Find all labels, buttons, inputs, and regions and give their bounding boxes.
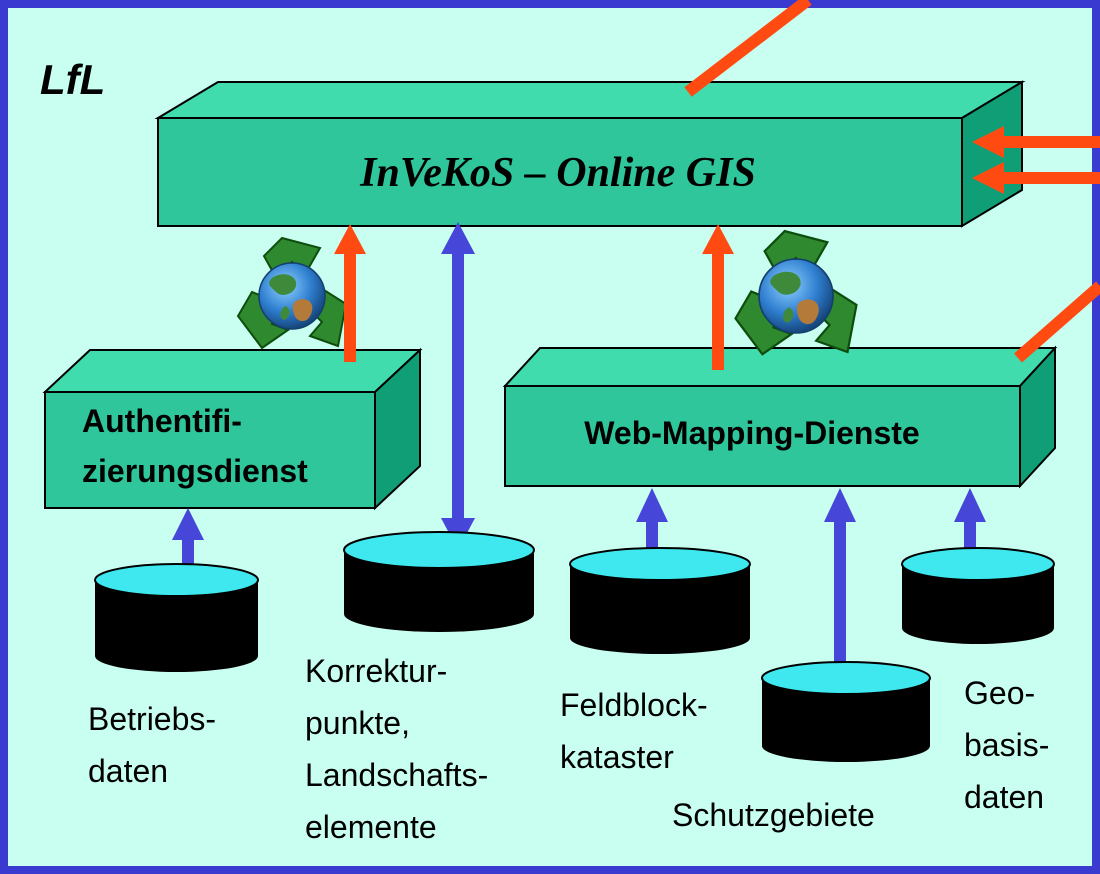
label-line: punkte, — [305, 705, 410, 741]
label-line: kataster — [560, 739, 674, 775]
arrowhead-icon — [172, 508, 204, 540]
arrowhead-icon — [441, 222, 475, 254]
label-betriebsdaten: Betriebs- daten — [88, 701, 216, 789]
lfl-label: LfL — [40, 56, 105, 103]
label-line: daten — [964, 779, 1044, 815]
auth-box: Authentifi- zierungsdienst — [42, 347, 423, 511]
label-line: Landschafts- — [305, 757, 488, 793]
label-line: daten — [88, 753, 168, 789]
arrowhead-icon — [702, 224, 734, 254]
label-line: elemente — [305, 809, 437, 845]
database-schutzgebiete — [761, 661, 931, 762]
main-box: InVeKoS – Online GIS — [154, 80, 1026, 228]
main-box-label: InVeKoS – Online GIS — [359, 150, 756, 196]
arrowhead-icon — [334, 224, 366, 254]
label-line: Korrektur- — [305, 653, 447, 689]
label-feldblockkataster: Feldblock- kataster — [560, 687, 708, 775]
label-geobasisdaten: Geo- basis- daten — [964, 675, 1049, 815]
arrowhead-icon — [824, 488, 856, 522]
label-schutzgebiete: Schutzgebiete — [672, 797, 875, 833]
label-korrekturpunkte: Korrektur- punkte, Landschafts- elemente — [305, 653, 488, 845]
label-line: basis- — [964, 727, 1049, 763]
arrowhead-icon — [972, 162, 1004, 194]
arrowhead-icon — [636, 488, 668, 522]
blue-arrows — [172, 222, 986, 678]
red-arrows — [334, 0, 1100, 370]
auth-box-label-line1: Authentifi- — [82, 403, 242, 439]
auth-box-label-line2: zierungsdienst — [82, 453, 308, 489]
label-line: Betriebs- — [88, 701, 216, 737]
database-betriebsdaten — [94, 563, 259, 672]
arrowhead-icon — [972, 126, 1004, 158]
label-line: Geo- — [964, 675, 1035, 711]
wms-box: Web-Mapping-Dienste — [502, 345, 1058, 489]
label-line: Schutzgebiete — [672, 797, 875, 833]
database-korrekturpunkte — [343, 531, 535, 632]
wms-box-label: Web-Mapping-Dienste — [584, 415, 919, 451]
label-line: Feldblock- — [560, 687, 708, 723]
database-feldblockkataster — [569, 547, 751, 654]
database-geobasisdaten — [901, 547, 1055, 644]
arrowhead-icon — [954, 488, 986, 522]
